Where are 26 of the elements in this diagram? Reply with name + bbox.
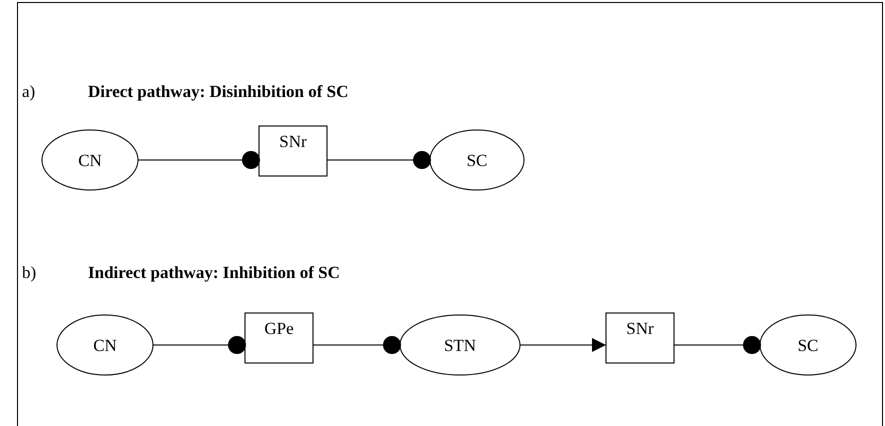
connector (520, 338, 606, 352)
node-label: GPe (263, 319, 295, 339)
region-ellipse (56, 314, 154, 376)
region-ellipse (760, 314, 856, 376)
region-ellipse (400, 314, 520, 376)
node-label: SNr (278, 132, 308, 152)
connector (312, 336, 401, 354)
region-ellipse (430, 130, 524, 190)
connector (138, 151, 260, 169)
region-box (244, 312, 314, 364)
node-label: CN (77, 151, 103, 171)
connector (152, 336, 246, 354)
node-label: SC (796, 336, 820, 356)
connector (674, 336, 761, 354)
panel-heading: Indirect pathway: Inhibition of SC (88, 263, 340, 283)
region-box (258, 126, 328, 176)
connector (326, 151, 431, 169)
panel-letter: a) (22, 82, 36, 102)
panel-letter: b) (22, 263, 36, 283)
node-label: CN (92, 336, 118, 356)
node-label: SNr (625, 319, 655, 339)
region-ellipse (42, 130, 138, 190)
region-box (606, 312, 674, 364)
node-label: SC (466, 151, 488, 171)
node-label: STN (442, 336, 478, 356)
panel-heading: Direct pathway: Disinhibition of SC (88, 82, 348, 102)
